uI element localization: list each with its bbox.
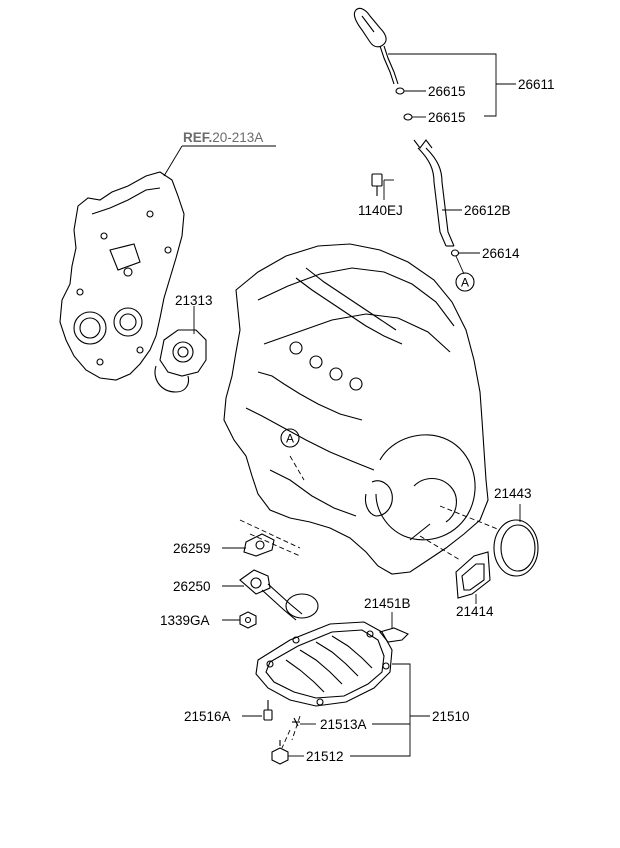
rear-oil-seal — [493, 519, 539, 577]
callout-a-lower-label: A — [286, 432, 294, 446]
engine-block — [223, 243, 489, 575]
part-label-26259[interactable]: 26259 — [173, 541, 211, 556]
part-label-21513a[interactable]: 21513A — [320, 717, 367, 732]
callout-a-upper-label: A — [461, 276, 469, 290]
oil-pump — [154, 329, 207, 393]
part-label-21451b[interactable]: 21451B — [364, 596, 411, 611]
part-label-1339ga[interactable]: 1339GA — [160, 613, 210, 628]
guide-tube — [413, 139, 455, 247]
part-label-21414[interactable]: 21414 — [456, 604, 494, 619]
nut-1339ga — [239, 611, 257, 629]
reference-code: 20-213A — [212, 130, 263, 145]
part-label-26250[interactable]: 26250 — [173, 579, 211, 594]
bolt-21516a — [263, 700, 273, 721]
leader-lines — [163, 53, 521, 757]
oil-pan — [255, 621, 393, 707]
drain-plug-21512 — [271, 740, 289, 765]
part-label-26611[interactable]: 26611 — [518, 77, 555, 92]
assembly-guides — [239, 455, 501, 749]
reference-label[interactable]: REF.20-213A — [183, 130, 263, 145]
part-label-21510[interactable]: 21510 — [432, 709, 470, 724]
bolt-1140ej — [371, 173, 383, 196]
baffle-21451b — [379, 627, 409, 643]
callout-a-lower: A — [280, 428, 300, 448]
timing-chain-cover — [59, 171, 185, 381]
reference-prefix: REF. — [183, 130, 212, 145]
part-label-21512[interactable]: 21512 — [306, 749, 344, 764]
part-label-26612b[interactable]: 26612B — [464, 203, 511, 218]
o-ring-lower — [403, 113, 413, 121]
oil-level-gauge — [353, 7, 399, 85]
part-label-21313[interactable]: 21313 — [175, 293, 213, 308]
oil-strainer — [239, 569, 319, 621]
seal-case — [455, 551, 491, 599]
tube-o-ring — [450, 249, 460, 257]
part-label-21516a[interactable]: 21516A — [184, 709, 231, 724]
part-label-26615-upper[interactable]: 26615 — [428, 84, 466, 99]
o-ring-upper — [395, 87, 405, 95]
part-label-21443[interactable]: 21443 — [494, 486, 532, 501]
part-label-26614[interactable]: 26614 — [482, 246, 520, 261]
strainer-gasket — [243, 533, 275, 557]
callout-a-upper: A — [455, 272, 475, 292]
part-label-1140ej[interactable]: 1140EJ — [358, 203, 403, 218]
part-label-26615-lower[interactable]: 26615 — [428, 110, 466, 125]
